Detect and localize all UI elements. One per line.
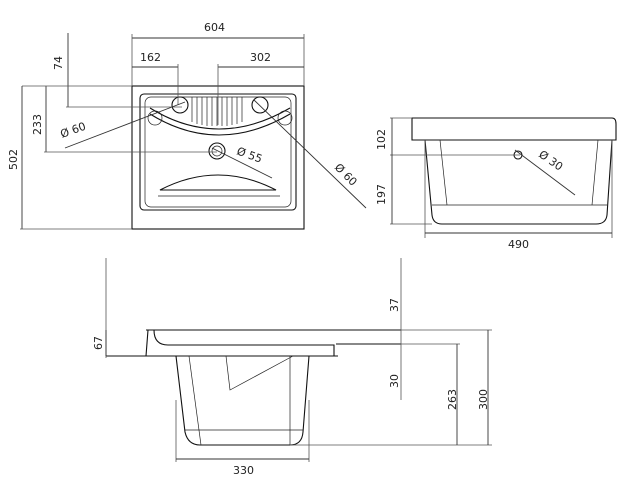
basin-ridge-inner <box>149 113 291 136</box>
drain-hole-inner <box>211 145 223 157</box>
leader-hole-left <box>64 101 186 149</box>
dim-74: 74 <box>52 56 65 70</box>
dim-490: 490 <box>508 238 529 251</box>
dim-302: 302 <box>250 51 271 64</box>
leader-drain <box>211 147 273 179</box>
basin-side <box>424 139 613 225</box>
front-view: 67 37 30 263 300 330 <box>92 258 492 477</box>
dim-263: 263 <box>446 389 459 410</box>
rim-side <box>411 117 617 141</box>
washboard-ribs <box>191 97 243 126</box>
dim-233: 233 <box>31 114 44 135</box>
drain-hole <box>208 142 226 160</box>
dim-162: 162 <box>140 51 161 64</box>
dim-30: 30 <box>388 374 401 388</box>
dim-67: 67 <box>92 336 105 350</box>
basin-front <box>175 355 310 446</box>
dim-330: 330 <box>233 464 254 477</box>
dim-37: 37 <box>388 298 401 312</box>
front-ridge <box>159 174 277 191</box>
dim-102: 102 <box>375 129 388 150</box>
corner-right-back <box>277 110 293 126</box>
faucet-hole-right <box>251 96 269 114</box>
dim-502: 502 <box>7 149 20 170</box>
leader-hole-30 <box>514 149 576 196</box>
top-view: 604 162 302 74 233 502 Ø 60 Ø 55 Ø 60 <box>7 21 367 230</box>
dim-197: 197 <box>375 184 388 205</box>
faucet-hole-left <box>171 96 189 114</box>
basin-ridge <box>149 107 291 130</box>
dim-drain: Ø 55 <box>235 145 264 166</box>
dim-604: 604 <box>204 21 225 34</box>
corner-left-back <box>147 110 163 126</box>
side-view: 102 197 Ø 30 490 <box>375 117 617 251</box>
leader-hole-right <box>253 99 367 209</box>
dim-hole-right: Ø 60 <box>332 161 360 189</box>
dim-hole-left: Ø 60 <box>59 120 88 141</box>
dim-300: 300 <box>477 389 490 410</box>
